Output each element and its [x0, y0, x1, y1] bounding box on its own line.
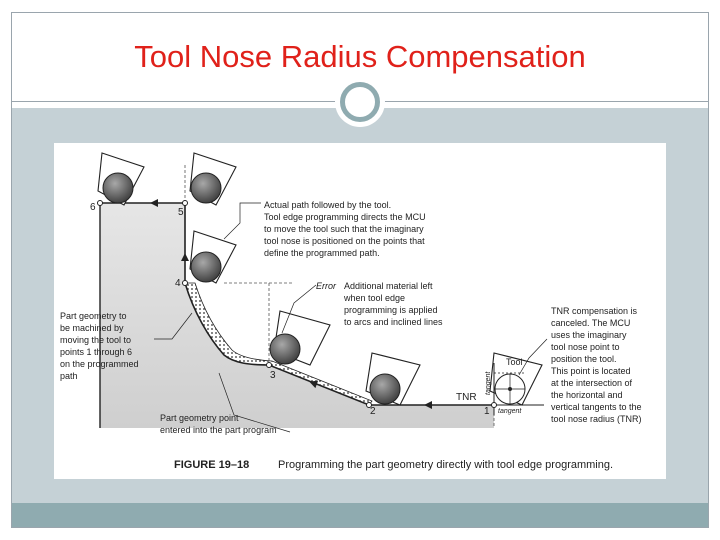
point-label-6: 6	[90, 202, 96, 213]
arrow-icon	[309, 380, 319, 389]
point-label-5: 5	[178, 207, 184, 218]
tangent-label: tangent	[498, 408, 522, 415]
figure: 6 5 4 3 2 1 Actual path followed by the …	[54, 143, 666, 479]
caption-text: Programming the part geometry directly w…	[278, 459, 613, 471]
point-label-4: 4	[175, 278, 181, 289]
point-2-marker	[366, 402, 372, 408]
arrow-icon	[424, 401, 432, 409]
bottom-bar	[12, 503, 708, 527]
part-material	[100, 203, 494, 428]
tool-at-4	[189, 230, 237, 284]
leader-line	[518, 338, 548, 376]
part-point-text: Part geometry point entered into the par…	[160, 413, 277, 435]
leader-line	[218, 372, 291, 433]
slide-frame	[11, 12, 709, 528]
point-label-3: 3	[270, 370, 276, 381]
actual-path-text: Actual path followed by the tool. Tool e…	[264, 200, 428, 258]
leader-line	[223, 202, 261, 240]
arrow-icon	[150, 199, 158, 207]
ring-inner	[340, 82, 380, 122]
point-label-1: 1	[484, 406, 490, 417]
caption-number: FIGURE 19–18	[174, 459, 249, 471]
point-4-marker	[182, 280, 188, 286]
point-5-marker	[182, 200, 188, 206]
tool-at-6	[97, 152, 145, 206]
arrow-icon	[181, 253, 189, 261]
point-1-marker	[491, 402, 497, 408]
programmed-path-arc	[184, 282, 494, 406]
tool-path-diagram: 6 5 4 3 2 1 Actual path followed by the …	[60, 152, 644, 471]
tnr-label: TNR	[456, 392, 477, 403]
decorative-ring-icon	[335, 77, 385, 127]
tool-at-1	[489, 352, 543, 406]
point-3-marker	[266, 362, 272, 368]
leader-line	[281, 284, 317, 334]
point-6-marker	[97, 200, 103, 206]
tnr-compensation-text: TNR compensation is canceled. The MCU us…	[551, 306, 644, 424]
leader-line	[154, 312, 193, 340]
slide-title: Tool Nose Radius Compensation	[134, 39, 586, 74]
point-label-2: 2	[370, 406, 376, 417]
tool-at-2	[365, 352, 421, 406]
error-label: Error	[316, 281, 337, 291]
tool-at-5	[189, 152, 237, 206]
part-geometry-text: Part geometry to be machined by moving t…	[60, 311, 141, 381]
tangent-vertical-label: tangent	[485, 371, 492, 395]
error-text: Additional material left when tool edge …	[343, 281, 443, 327]
tool-at-3	[269, 310, 331, 366]
tool-label: Tool	[506, 357, 523, 367]
